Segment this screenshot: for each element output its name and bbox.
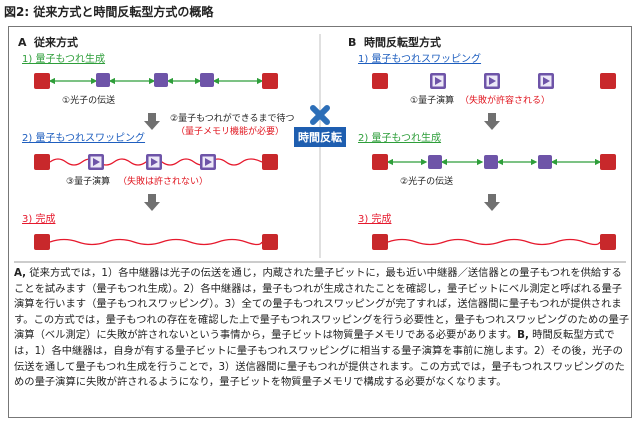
panel-a-memory-note: （量子メモリ機能が必要）	[176, 125, 284, 137]
panel-a-letter: A	[18, 36, 27, 49]
description-a-text: 従来方式では，1）各中継器は光子の伝送を通じ，内蔵された量子ビットに，最も近い中…	[14, 267, 630, 342]
step-down-arrow	[484, 194, 500, 211]
receiver-node	[600, 154, 616, 170]
repeater-node	[538, 155, 552, 169]
panel-a: A 従来方式 1) 量子もつれ生成 ①光子の伝送 ②量子もつれができるまで待つ …	[18, 35, 295, 250]
bell-measurement-op-icon	[484, 73, 500, 89]
bell-measurement-op-icon	[146, 154, 162, 170]
panel-a-title: 従来方式	[33, 35, 78, 49]
panel-b-op-note: ①量子演算	[410, 94, 454, 106]
sender-node	[372, 234, 388, 250]
panel-a-photon-note: ①光子の伝送	[62, 94, 115, 106]
repeater-node	[96, 73, 110, 87]
panel-a-op-fail-note: （失敗は許されない）	[118, 175, 208, 187]
receiver-node	[600, 234, 616, 250]
panel-a-step3-label: 3) 完成	[22, 212, 55, 225]
description-a-tag: A,	[14, 267, 27, 279]
description-b-tag: B,	[517, 329, 529, 342]
step-down-arrow	[144, 194, 160, 211]
sender-node	[34, 73, 50, 89]
step-down-arrow	[484, 113, 500, 130]
panel-b-letter: B	[348, 36, 356, 49]
panel-b-step1-label: 1) 量子もつれスワッピング	[358, 52, 481, 65]
receiver-node	[600, 73, 616, 89]
panel-b-op-fail-note: （失敗が許容される）	[460, 94, 550, 106]
panel-a-step1-label: 1) 量子もつれ生成	[22, 52, 105, 65]
panel-a-wait-note: ②量子もつれができるまで待つ	[170, 112, 295, 124]
panel-b-step3-label: 3) 完成	[358, 212, 391, 225]
bell-measurement-op-icon	[200, 154, 216, 170]
panel-b: B 時間反転型方式 1) 量子もつれスワッピング ①量子演算 （失敗が許容される…	[348, 35, 616, 250]
time-reversal-marker: 時間反転	[294, 105, 346, 147]
sender-node	[34, 234, 50, 250]
bell-measurement-op-icon	[538, 73, 554, 89]
time-reversal-label: 時間反転	[298, 130, 342, 144]
sender-node	[34, 154, 50, 170]
sender-node	[372, 73, 388, 89]
repeater-node	[484, 155, 498, 169]
panel-a-step2-label: 2) 量子もつれスワッピング	[22, 131, 145, 144]
receiver-node	[262, 154, 278, 170]
diagram-canvas: A 従来方式 1) 量子もつれ生成 ①光子の伝送 ②量子もつれができるまで待つ …	[14, 34, 626, 263]
panel-b-title: 時間反転型方式	[364, 35, 441, 49]
swap-cross-icon	[310, 105, 330, 125]
repeater-node	[428, 155, 442, 169]
repeater-node	[200, 73, 214, 87]
panel-b-step2-label: 2) 量子もつれ生成	[358, 131, 441, 144]
sender-node	[372, 154, 388, 170]
figure-frame	[8, 26, 632, 418]
repeater-node	[154, 73, 168, 87]
entanglement-wave	[387, 238, 601, 246]
figure-description: A, 従来方式では，1）各中継器は光子の伝送を通じ，内蔵された量子ビットに，最も…	[14, 266, 630, 391]
bell-measurement-op-icon	[88, 154, 104, 170]
description-b-text: 時間反転型方式では，1）各中継器は，自身が有する量子ビットに量子もつれスワッピン…	[14, 329, 625, 389]
panel-a-op-note: ③量子演算	[66, 175, 110, 187]
panel-b-photon-note: ②光子の伝送	[400, 175, 453, 187]
bell-measurement-op-icon	[430, 73, 446, 89]
figure-title: 図2: 従来方式と時間反転型方式の概略	[4, 5, 214, 19]
entanglement-wave	[49, 238, 263, 246]
step-down-arrow	[144, 113, 160, 130]
receiver-node	[262, 234, 278, 250]
receiver-node	[262, 73, 278, 89]
